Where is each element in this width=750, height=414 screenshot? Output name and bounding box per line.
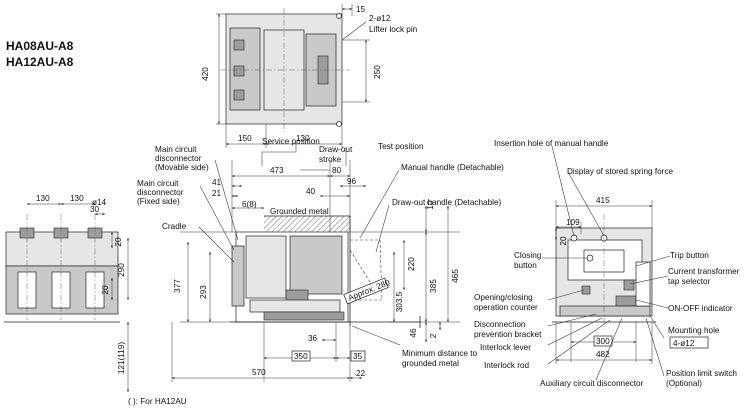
ct-selector-1: Current transformer (668, 267, 740, 276)
position-switch-2: (Optional) (666, 379, 702, 388)
dim-side-220: 220 (407, 257, 416, 271)
mounting-hole-value: 4-ø12 (673, 339, 695, 348)
dim-side-293: 293 (199, 285, 208, 299)
dim-side-68: 6(8) (242, 200, 257, 209)
dim-side-21: 21 (212, 189, 222, 198)
mounting-hole-label: Mounting hole (668, 326, 720, 335)
lifter-hole-label: 2-ø12 (369, 14, 391, 23)
counter-label-2: operation counter (474, 303, 538, 312)
dim-side-473: 473 (270, 166, 284, 175)
dim-front-130a: 130 (36, 194, 50, 203)
min-distance-2: grounded metal (402, 359, 459, 368)
side-view: Grounded metal Approx. 280 473 80 41 21 … (171, 143, 460, 382)
dim-right-482: 482 (596, 350, 610, 359)
grounded-metal-hatch (264, 216, 350, 232)
drawout-handle-label: Draw-out handle (Detachable) (392, 198, 501, 207)
dim-side-2: 2 (429, 333, 438, 338)
dim-top-15: 15 (356, 5, 366, 14)
mcd-fixed-1: Main circuit (137, 179, 179, 188)
ct-selector-2: tap selector (668, 277, 711, 286)
cradle-label: Cradle (162, 222, 187, 231)
dim-front-30: 30 (90, 205, 100, 214)
model-title-2: HA12AU-A8 (6, 55, 74, 69)
dim-side-385: 385 (429, 279, 438, 293)
dim-front-130b: 130 (70, 194, 84, 203)
dim-side-80: 80 (332, 166, 342, 175)
drawout-stroke-2: stroke (319, 155, 342, 164)
test-position-label: Test position (378, 142, 424, 151)
dim-front-d14: ø14 (92, 198, 107, 207)
dim-top-130: 130 (296, 134, 310, 143)
dim-side-465: 465 (451, 269, 460, 283)
mcd-fixed-3: (Fixed side) (137, 197, 180, 206)
mcd-movable-3: (Movable side) (155, 163, 209, 172)
aux-disconnector-label: Auxiliary circuit disconnector (540, 379, 644, 388)
dim-side-36: 36 (308, 334, 318, 343)
model-title-1: HA08AU-A8 (6, 39, 74, 53)
dim-side-41: 41 (212, 178, 222, 187)
mcd-movable-1: Main circuit (155, 145, 197, 154)
closing-button-1: Closing (514, 251, 542, 260)
dim-side-40: 40 (306, 187, 316, 196)
prevention-label-1: Disconnection (474, 320, 526, 329)
dim-side-10: 10 (426, 200, 435, 210)
dim-front-20b: 20 (101, 285, 110, 295)
dim-side-96: 96 (347, 177, 357, 186)
min-distance-1: Minimum distance to (402, 349, 478, 358)
front-view: 130 130 30 ø14 20 290 20 121(119) (4, 194, 129, 393)
grounded-metal-label: Grounded metal (270, 207, 329, 216)
dim-side-3035: 303.5 (395, 291, 404, 312)
manual-handle-label: Manual handle (Detachable) (401, 163, 504, 172)
drawout-stroke-1: Draw-out (319, 145, 353, 154)
insertion-hole-label: Insertion hole of manual handle (494, 139, 609, 148)
dim-side-46: 46 (409, 328, 418, 338)
closing-button-2: button (514, 261, 537, 270)
mcd-movable-2: disconnector (155, 154, 202, 163)
lifter-lock-pin-label: Lifter lock pin (369, 25, 418, 34)
dim-right-109: 109 (566, 218, 580, 227)
dim-front-290: 290 (117, 263, 126, 277)
top-view: 15 2-ø12 Lifter lock pin 420 250 150 130 (201, 4, 418, 148)
dim-top-420: 420 (201, 67, 210, 81)
dim-right-300: 300 (596, 337, 610, 346)
dim-side-350: 350 (294, 352, 308, 361)
dim-right-415: 415 (596, 196, 610, 205)
dim-right-20: 20 (559, 236, 568, 246)
trip-button-label: Trip button (670, 251, 709, 260)
dim-side-377: 377 (173, 279, 182, 293)
counter-label-1: Opening/closing (474, 293, 533, 302)
dim-top-150: 150 (238, 134, 252, 143)
onoff-indicator-label: ON-OFF indicator (668, 304, 733, 313)
right-view: 415 109 20 300 482 (542, 145, 671, 381)
prevention-label-2: prevention bracket (474, 330, 542, 339)
service-position-label: Service position (262, 137, 320, 146)
dim-front-121: 121(119) (117, 342, 126, 374)
dim-side-22: 22 (356, 369, 366, 378)
mcd-fixed-2: disconnector (137, 188, 184, 197)
dim-top-250: 250 (373, 65, 382, 79)
interlock-lever-label: Interlock lever (480, 343, 531, 352)
dim-side-35: 35 (353, 352, 363, 361)
dim-front-20a: 20 (114, 237, 123, 247)
footnote: ( ): For HA12AU (128, 397, 187, 406)
dim-side-570: 570 (252, 368, 266, 377)
stored-spring-label: Display of stored spring force (567, 167, 673, 176)
approx-280-label: Approx. 280 (347, 278, 392, 303)
position-switch-1: Position limit switch (666, 369, 737, 378)
interlock-rod-label: Interlock rod (484, 361, 529, 370)
